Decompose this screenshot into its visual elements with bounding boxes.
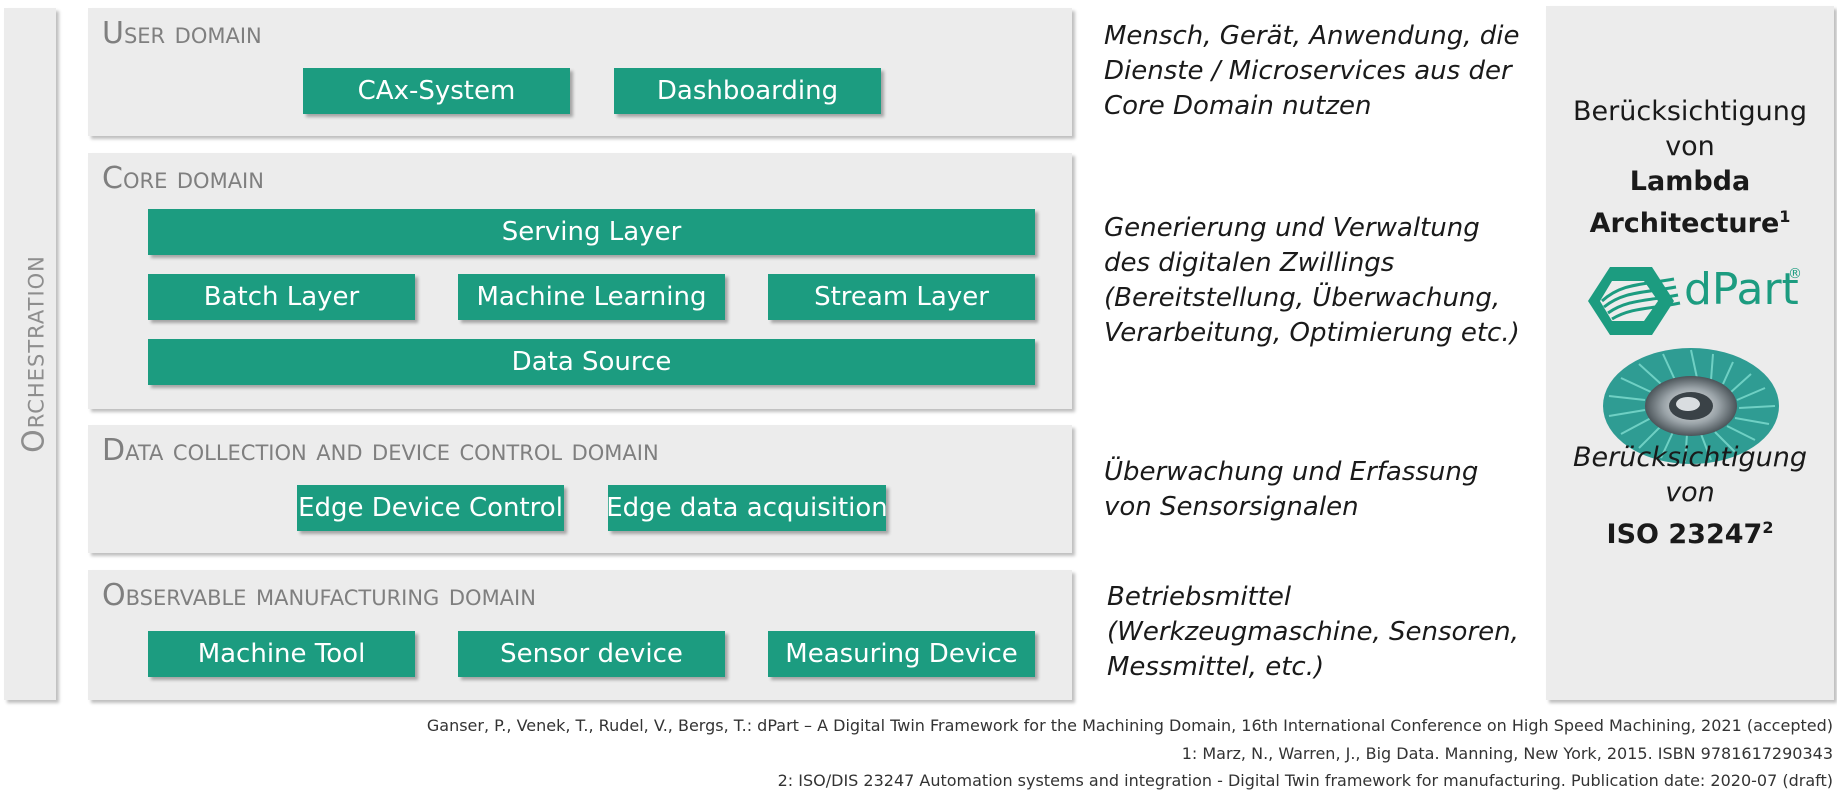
core-domain-title: Core domain bbox=[102, 161, 264, 196]
dpart-registered-mark: ® bbox=[1788, 266, 1802, 282]
orchestration-bar: Orchestration bbox=[4, 8, 56, 700]
edge-data-acquisition-box: Edge data acquisition bbox=[606, 485, 888, 531]
measuring-device-box: Measuring Device bbox=[768, 631, 1035, 677]
reference-main: Ganser, P., Venek, T., Rudel, V., Bergs,… bbox=[426, 716, 1833, 735]
dpart-logo: dPart ® bbox=[1582, 256, 1812, 346]
user-description: Mensch, Gerät, Anwendung, die Dienste / … bbox=[1104, 21, 1520, 121]
reference-1: 1: Marz, N., Warren, J., Big Data. Manni… bbox=[1181, 744, 1833, 763]
lambda-note: Berücksichtigung von Lambda Architecture… bbox=[1573, 96, 1807, 239]
dashboarding-box: Dashboarding bbox=[614, 68, 881, 114]
dpart-logo-mark-icon bbox=[1588, 267, 1681, 335]
reference-2: 2: ISO/DIS 23247 Automation systems and … bbox=[777, 771, 1833, 790]
sensor-device-box: Sensor device bbox=[458, 631, 725, 677]
core-description: Generierung und Verwaltung des digitalen… bbox=[1104, 213, 1520, 348]
user-domain-panel: User domain CAx-System Dashboarding bbox=[88, 8, 1072, 136]
serving-layer-box: Serving Layer bbox=[148, 209, 1035, 255]
blisk-image-icon bbox=[1603, 348, 1779, 464]
observable-domain-title: Observable manufacturing domain bbox=[102, 578, 536, 613]
collection-description: Überwachung und Erfassung von Sensorsign… bbox=[1104, 457, 1479, 522]
orchestration-label: Orchestration bbox=[16, 255, 52, 453]
cax-system-box: CAx-System bbox=[303, 68, 570, 114]
collection-domain-panel: Data collection and device control domai… bbox=[88, 425, 1072, 553]
machine-learning-box: Machine Learning bbox=[458, 274, 725, 320]
dpart-logo-text: dPart bbox=[1684, 264, 1799, 315]
iso-note: Berücksichtigung von ISO 232472 bbox=[1573, 442, 1807, 550]
batch-layer-box: Batch Layer bbox=[148, 274, 415, 320]
machine-tool-box: Machine Tool bbox=[148, 631, 415, 677]
side-panel: Berücksichtigung von Lambda Architecture… bbox=[1546, 6, 1834, 700]
data-source-box: Data Source bbox=[148, 339, 1035, 385]
observable-description: Betriebsmittel (Werkzeugmaschine, Sensor… bbox=[1107, 582, 1519, 682]
user-domain-title: User domain bbox=[102, 16, 262, 51]
core-domain-panel: Core domain Serving Layer Batch Layer Ma… bbox=[88, 153, 1072, 409]
observable-domain-panel: Observable manufacturing domain Machine … bbox=[88, 570, 1072, 700]
stream-layer-box: Stream Layer bbox=[768, 274, 1035, 320]
edge-device-control-box: Edge Device Control bbox=[297, 485, 564, 531]
collection-domain-title: Data collection and device control domai… bbox=[102, 433, 659, 468]
